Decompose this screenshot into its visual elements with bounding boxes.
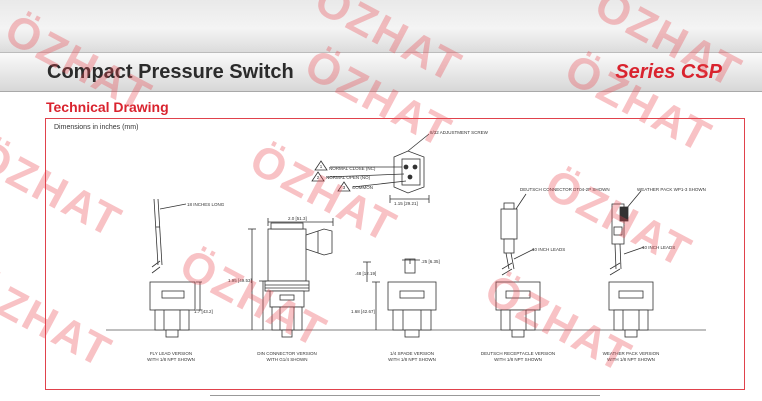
bottom-table-edge bbox=[210, 395, 600, 401]
page-title: Compact Pressure Switch bbox=[47, 61, 294, 83]
callout-leads-long: 18 INCHES LONG bbox=[187, 202, 225, 207]
caption-deutsch-line2: WITH 1/8 NPT SHOWN bbox=[494, 357, 542, 362]
dim-spade-h2: 1.68 [42.67] bbox=[351, 309, 375, 314]
caption-weather-line2: WITH 1/8 NPT SHOWN bbox=[607, 357, 655, 362]
caption-spade-line2: WITH 1/8 NPT SHOWN bbox=[388, 357, 436, 362]
top-connector-view bbox=[311, 133, 430, 203]
title-bar: Compact Pressure Switch Series CSP bbox=[0, 52, 762, 92]
dim-spade-tab: .25 [6.35] bbox=[421, 259, 440, 264]
callout-normal-close: NORMAL CLOSE (NC) bbox=[329, 166, 376, 171]
caption-flying-line2: WITH 1/8 NPT SHOWN bbox=[147, 357, 195, 362]
drawing-frame: Dimensions in inches (mm) bbox=[45, 118, 745, 390]
caption-flying-line1: FLY LEAD VERSION bbox=[150, 351, 192, 356]
terminal-number-3: 3 bbox=[343, 185, 346, 190]
weather-pack-version bbox=[608, 190, 654, 338]
callout-weather-pack: WEATHER PACK WP1-3 SHOWN bbox=[637, 187, 706, 192]
top-band bbox=[0, 0, 762, 52]
terminal-number-1: 1 bbox=[320, 164, 323, 169]
deutsch-receptacle-version bbox=[495, 193, 541, 338]
section-heading: Technical Drawing bbox=[46, 99, 169, 115]
terminal-number-2: 2 bbox=[317, 175, 320, 180]
dim-spade-h1: .48 [12.19] bbox=[355, 271, 376, 276]
series-label: Series CSP bbox=[615, 61, 722, 83]
caption-spade-line1: 1/4 SPADE VERSION bbox=[390, 351, 434, 356]
callout-normal-open: NORMAL OPEN (NO) bbox=[326, 175, 371, 180]
dim-top-width: 1.15 [29.21] bbox=[394, 201, 418, 206]
caption-deutsch-line1: DEUTSCH RECEPTACLE VERSION bbox=[481, 351, 555, 356]
callout-inch-leads-1: 10 INCH LEADS bbox=[532, 247, 565, 252]
callout-inch-leads-2: 10 INCH LEADS bbox=[642, 245, 675, 250]
dimensions-note: Dimensions in inches (mm) bbox=[54, 124, 139, 131]
callout-deutsch-connector: DEUTSCH CONNECTOR DT04-2P SHOWN bbox=[520, 187, 610, 192]
caption-din-line2: WITH G1/4 SHOWN bbox=[266, 357, 307, 362]
dim-din-body: 1.7 [43.2] bbox=[194, 309, 213, 314]
dim-din-height: 1.95 [49.53] bbox=[228, 278, 252, 283]
callout-common: COMMON bbox=[352, 185, 373, 190]
caption-din-line1: DIN CONNECTOR VERSION bbox=[257, 351, 316, 356]
callout-adjustment-screw: 8/32 ADJUSTMENT SCREW bbox=[430, 130, 489, 135]
flying-lead-version bbox=[149, 198, 202, 338]
spade-version bbox=[363, 258, 437, 338]
din-connector-version bbox=[248, 218, 334, 338]
technical-drawing: 8/32 ADJUSTMENT SCREW NORMAL CLOSE (NC) … bbox=[106, 130, 706, 362]
dim-din-width: 2.0 [51.3] bbox=[288, 216, 307, 221]
caption-weather-line1: WEATHER PACK VERSION bbox=[603, 351, 660, 356]
